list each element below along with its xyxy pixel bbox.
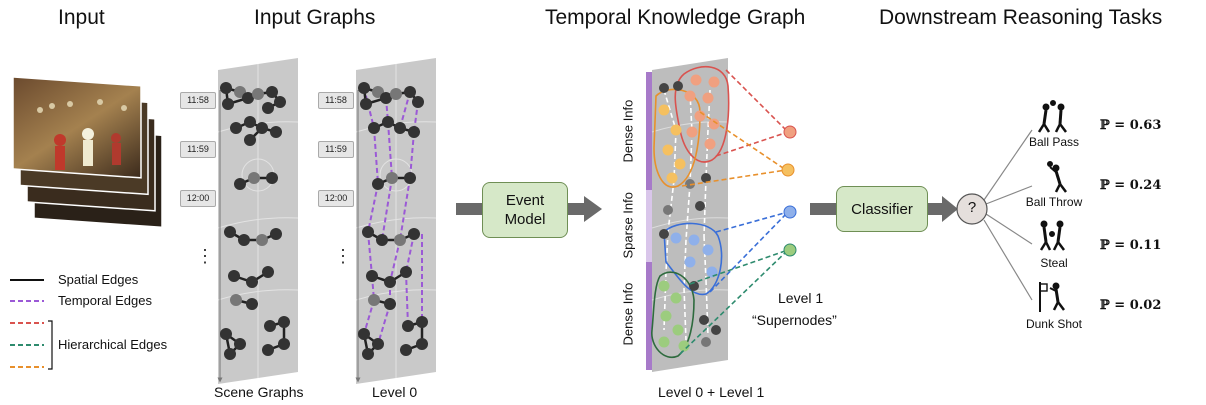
scene-graphs-label: Scene Graphs	[214, 384, 304, 400]
task-prob-ball-throw: ℙ = 0.24	[1100, 178, 1162, 193]
sparse-info-label: Sparse Info	[620, 192, 636, 259]
event-model-box: Event Model	[482, 182, 568, 238]
task-prob-dunk-shot: ℙ = 0.02	[1100, 298, 1162, 313]
legend-temporal-label: Temporal Edges	[58, 293, 152, 308]
task-name-ball-throw: Ball Throw	[1025, 195, 1083, 209]
dunk-shot-icon	[1039, 282, 1065, 312]
tkg-strip	[646, 58, 797, 372]
timestamp-scene-2: 11:59	[180, 141, 216, 158]
timestamp-level0-1: 11:58	[318, 92, 354, 109]
input-title: Input	[58, 6, 105, 29]
steal-icon	[1039, 220, 1065, 251]
flow-arrows	[456, 196, 958, 222]
task-name-ball-pass: Ball Pass	[1028, 135, 1080, 149]
task-prob-steal: ℙ = 0.11	[1100, 238, 1162, 253]
event-model-label: Event Model	[504, 192, 546, 228]
input-graphs-title: Input Graphs	[254, 6, 376, 29]
timestamp-scene-1: 11:58	[180, 92, 216, 109]
level01-label: Level 0 + Level 1	[658, 384, 765, 400]
dense-info-bottom-label: Dense Info	[620, 282, 636, 346]
classifier-label: Classifier	[851, 200, 913, 218]
level0-label: Level 0	[372, 384, 418, 400]
dense-info-top-label: Dense Info	[620, 99, 636, 163]
legend-hierarchical-label: Hierarchical Edges	[58, 337, 168, 352]
decision-branches	[956, 129, 1033, 301]
supernodes-label: “Supernodes”	[752, 312, 837, 328]
task-prob-ball-pass: ℙ = 0.63	[1100, 118, 1162, 133]
downstream-title: Downstream Reasoning Tasks	[879, 6, 1163, 29]
task-name-steal: Steal	[1040, 256, 1068, 270]
timestamp-level0-2: 11:59	[318, 141, 354, 158]
task-name-dunk-shot: Dunk Shot	[1025, 317, 1083, 331]
ball-throw-icon	[1047, 161, 1067, 193]
svg-text:⋮: ⋮	[196, 246, 214, 266]
svg-text:⋮: ⋮	[334, 246, 352, 266]
timestamp-scene-3: 12:00	[180, 190, 216, 207]
ball-pass-icon	[1037, 100, 1067, 133]
video-frames	[12, 76, 163, 229]
legend-spatial-label: Spatial Edges	[58, 272, 139, 287]
classifier-box: Classifier	[836, 186, 928, 232]
scene-graph-strip: ⋮	[196, 58, 299, 384]
tkg-title: Temporal Knowledge Graph	[545, 6, 806, 29]
level1-label: Level 1	[778, 290, 824, 306]
question-mark: ?	[967, 199, 977, 216]
legend-lines	[10, 279, 53, 370]
timestamp-level0-3: 12:00	[318, 190, 354, 207]
level0-strip: ⋮	[334, 58, 437, 384]
